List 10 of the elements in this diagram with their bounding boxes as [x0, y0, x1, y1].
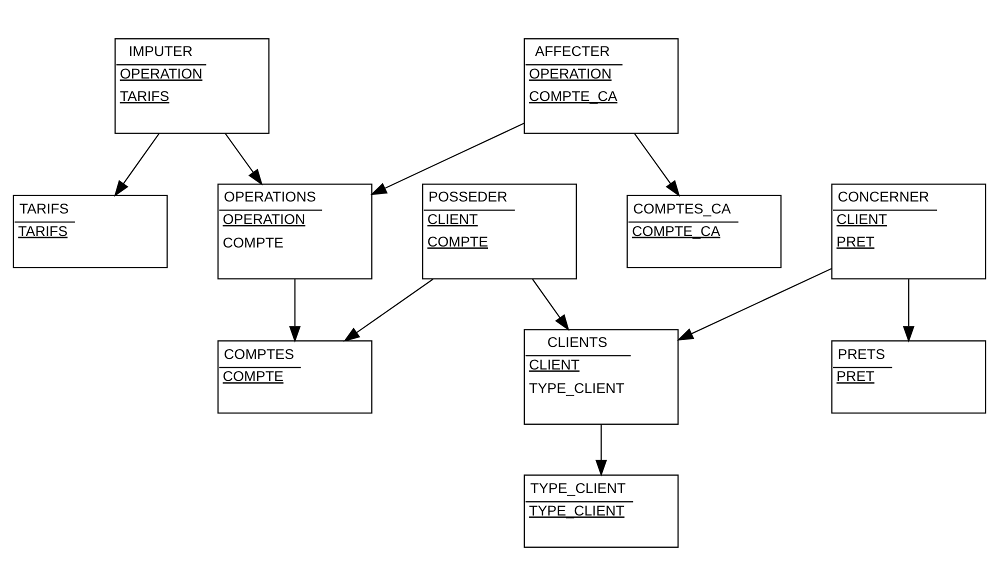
arrow — [532, 278, 570, 331]
arrow — [676, 268, 832, 340]
arrow — [902, 278, 914, 342]
arrow — [114, 132, 160, 196]
arrow — [595, 424, 607, 476]
arrow — [343, 278, 434, 342]
arrow — [289, 278, 301, 342]
arrow — [224, 132, 263, 186]
arrow — [634, 132, 680, 196]
arrow — [370, 122, 525, 195]
